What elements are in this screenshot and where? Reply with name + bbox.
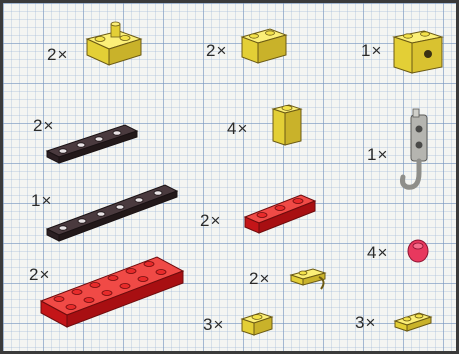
quantity-label: 2× [249, 269, 270, 289]
yellow-1x2-plate-piece [393, 309, 433, 333]
red-1x3-plate-piece [243, 187, 317, 237]
yellow-1x1-brick-piece [269, 101, 305, 149]
grey-hook-piece [399, 107, 439, 197]
quantity-label: 2× [206, 41, 227, 61]
quantity-label: 4× [227, 119, 248, 139]
quantity-label: 3× [355, 313, 376, 333]
black-1x6-plate-piece [43, 177, 179, 243]
yellow-1x1-plate-piece [240, 309, 274, 339]
black-1x4-plate-piece [43, 119, 139, 165]
yellow-technic-brick-piece [392, 27, 444, 77]
quantity-label: 3× [203, 315, 224, 335]
quantity-label: 1× [361, 41, 382, 61]
yellow-clip-plate-piece [289, 263, 329, 293]
yellow-1x2-brick-piece [240, 25, 288, 65]
red-2x6-plate-piece [37, 251, 185, 337]
yellow-brick-with-pin-piece [83, 21, 145, 67]
quantity-label: 1× [367, 145, 388, 165]
quantity-label: 2× [47, 45, 68, 65]
quantity-label: 4× [367, 243, 388, 263]
quantity-label: 2× [200, 211, 221, 231]
red-round-plate-piece [406, 237, 430, 263]
